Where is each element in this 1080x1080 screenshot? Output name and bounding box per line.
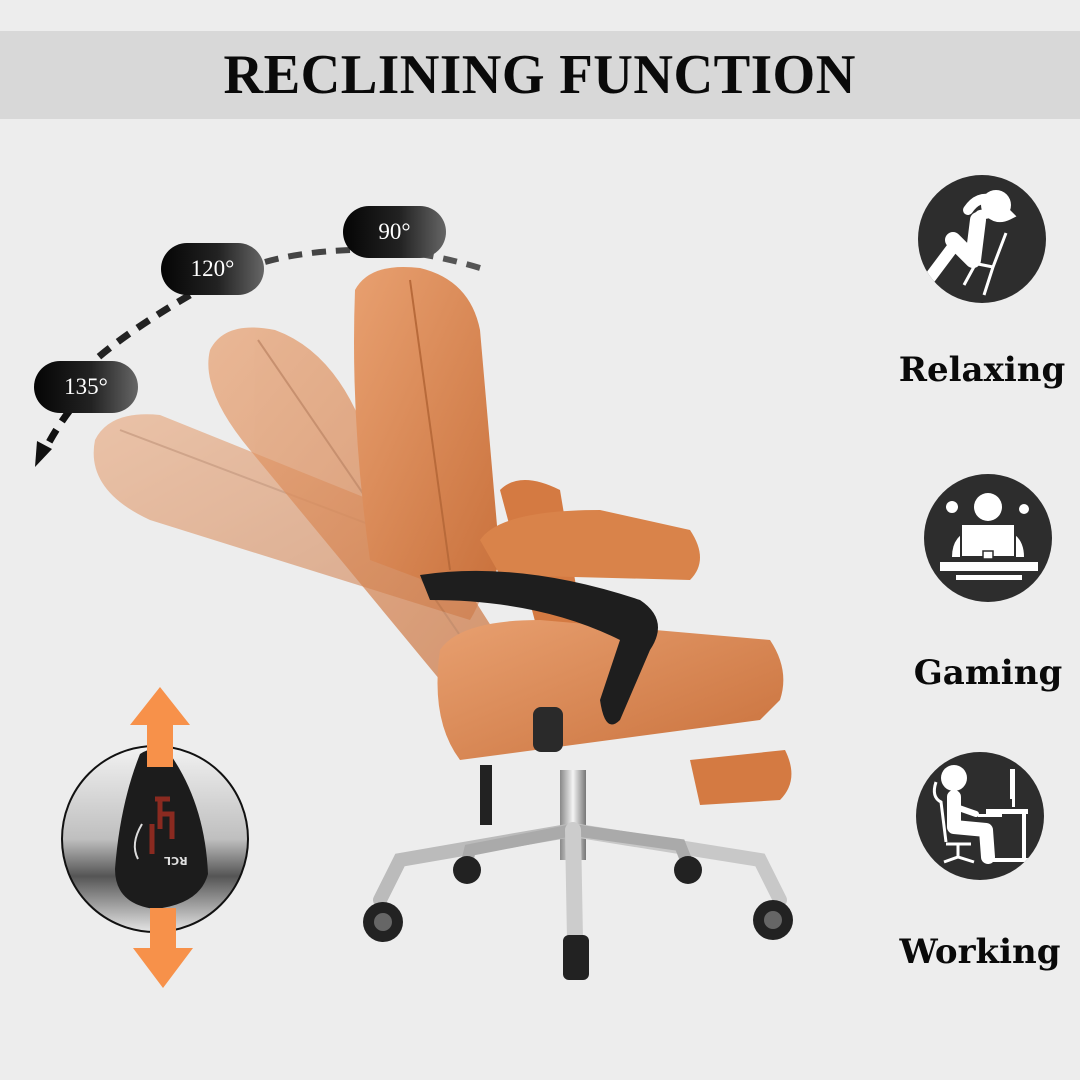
angle-label-90: 90° bbox=[343, 206, 446, 258]
use-case-gaming: Gaming bbox=[898, 474, 1078, 693]
use-case-relaxing: Relaxing bbox=[892, 175, 1072, 390]
working-desk-icon bbox=[916, 752, 1044, 880]
use-case-label: Gaming bbox=[913, 653, 1063, 693]
arrow-up-icon bbox=[130, 687, 190, 767]
arrow-down-icon bbox=[133, 908, 193, 988]
relaxing-person-icon bbox=[918, 175, 1046, 303]
angle-label-120: 120° bbox=[161, 243, 264, 295]
chair-illustration bbox=[93, 266, 793, 980]
lever-detail: RCL bbox=[60, 744, 250, 934]
use-case-label: Relaxing bbox=[898, 350, 1066, 390]
use-case-working: Working bbox=[890, 752, 1070, 972]
use-case-label: Working bbox=[899, 932, 1061, 972]
recline-lever-icon bbox=[61, 745, 249, 933]
backrest-90 bbox=[354, 266, 500, 592]
page-title: RECLINING FUNCTION bbox=[223, 44, 857, 106]
gaming-desk-icon bbox=[924, 474, 1052, 602]
angle-text: 135° bbox=[64, 374, 108, 399]
angle-text: 90° bbox=[378, 219, 411, 244]
title-band: RECLINING FUNCTION bbox=[0, 31, 1080, 119]
lever-marking: RCL bbox=[164, 854, 188, 867]
angle-label-135: 135° bbox=[34, 361, 138, 413]
angle-text: 120° bbox=[190, 256, 235, 281]
